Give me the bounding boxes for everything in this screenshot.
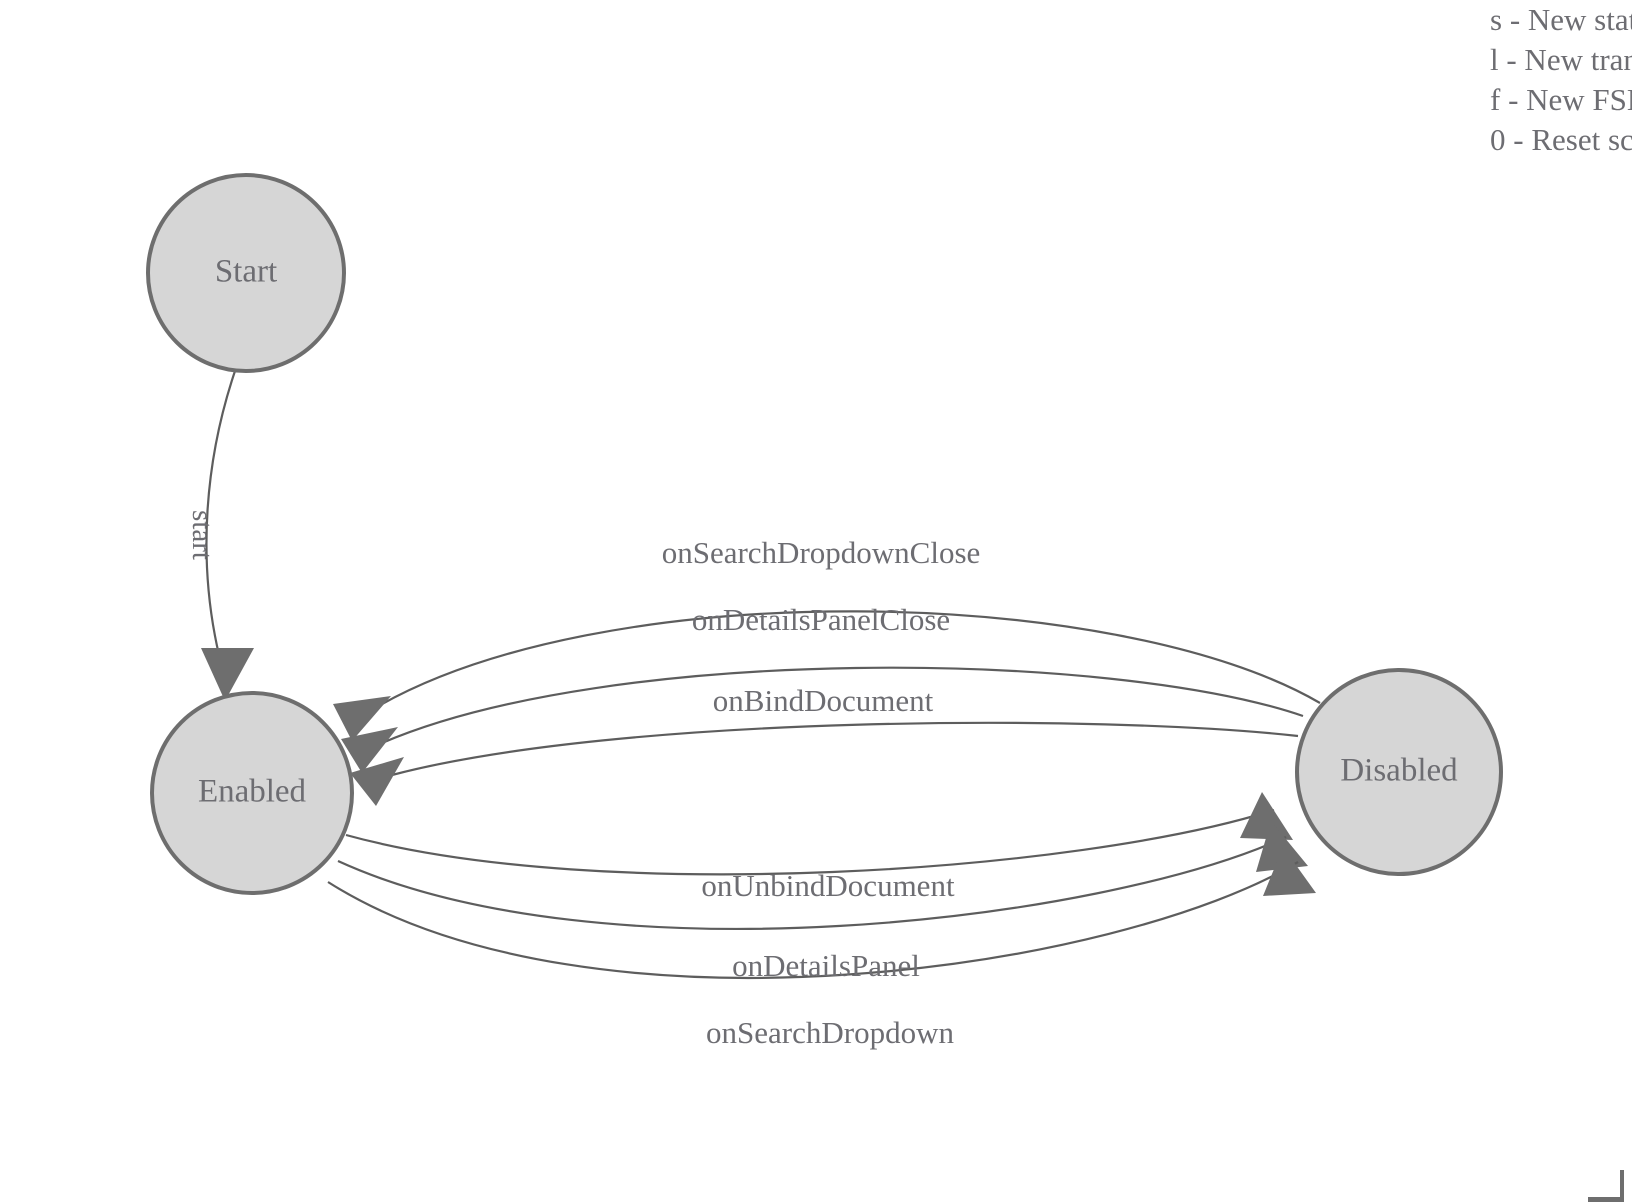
transition-onsearchdropdown-arrowhead: [1263, 847, 1316, 896]
transition-ondetailspanel-arrowhead: [1256, 821, 1308, 872]
state-node-enabled[interactable]: Enabled: [150, 691, 354, 895]
transition-onunbinddocument-path[interactable]: [345, 808, 1275, 876]
transition-label-onsearchdropdownclose: onSearchDropdownClose: [662, 535, 981, 570]
legend-line-new-transition: l - New transition: [1490, 42, 1632, 77]
legend-line-reset-scale: 0 - Reset scale: [1490, 122, 1632, 157]
transition-label-onsearchdropdown: onSearchDropdown: [706, 1015, 954, 1050]
transition-label-start: start: [186, 510, 218, 560]
transition-onunbinddocument-arrowhead: [1240, 792, 1293, 840]
transition-ondetailspanelclose-arrowhead: [341, 727, 398, 773]
shortcut-legend: s - New state l - New transition f - New…: [1490, 0, 1632, 160]
transition-onbinddocument-arrowhead: [350, 757, 404, 806]
transition-ondetailspanel-path[interactable]: [337, 835, 1287, 930]
state-label-enabled: Enabled: [198, 774, 307, 810]
state-circle-disabled[interactable]: [1295, 668, 1503, 876]
transition-onsearchdropdownclose[interactable]: [333, 610, 1321, 741]
transition-onsearchdropdownclose-arrowhead: [333, 696, 391, 741]
transition-start-arrowhead: [201, 648, 254, 701]
transition-onbinddocument-path[interactable]: [391, 721, 1299, 777]
legend-line-new-state: s - New state: [1490, 2, 1632, 37]
transition-ondetailspanelclose[interactable]: [341, 666, 1304, 773]
transition-label-ondetailspanel: onDetailsPanel: [732, 948, 920, 983]
state-label-start: Start: [215, 254, 277, 290]
state-circle-start[interactable]: [146, 173, 346, 373]
state-circle-enabled[interactable]: [150, 691, 354, 895]
state-label-disabled: Disabled: [1340, 753, 1458, 789]
transition-start-path[interactable]: [205, 370, 237, 656]
transition-onbinddocument[interactable]: [350, 721, 1299, 806]
transition-label-onbinddocument: onBindDocument: [713, 683, 934, 718]
transition-onsearchdropdownclose-path[interactable]: [369, 610, 1321, 712]
transition-label-onunbinddocument: onUnbindDocument: [701, 868, 955, 903]
transition-onunbinddocument[interactable]: [345, 792, 1293, 876]
state-node-start[interactable]: Start: [146, 173, 346, 373]
transition-label-ondetailspanelclose: onDetailsPanelClose: [692, 602, 950, 637]
transition-ondetailspanelclose-path[interactable]: [381, 666, 1304, 745]
legend-line-new-fsm: f - New FSM: [1490, 82, 1632, 117]
transition-onsearchdropdown[interactable]: [327, 847, 1316, 979]
state-node-disabled[interactable]: Disabled: [1295, 668, 1503, 876]
transition-start[interactable]: [201, 370, 254, 701]
transition-ondetailspanel[interactable]: [337, 821, 1308, 930]
transition-onsearchdropdown-path[interactable]: [327, 861, 1299, 979]
